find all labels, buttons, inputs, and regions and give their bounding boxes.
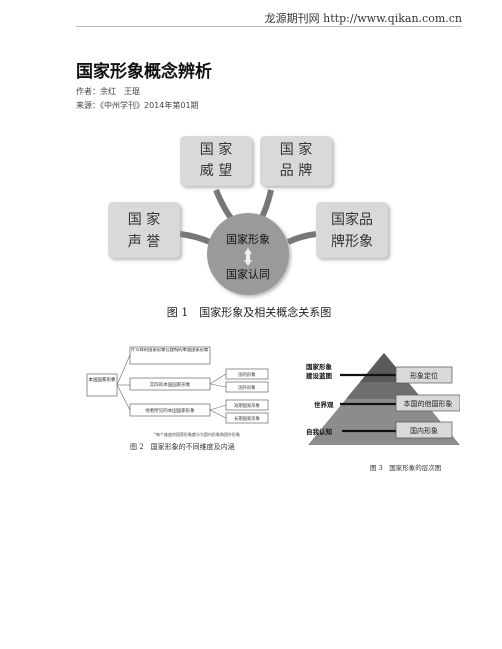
branch-1-label: 什么样的国家形象在建构的本国国家形象	[131, 348, 209, 353]
label-3: 自我认知	[306, 427, 333, 436]
branch-1-box	[129, 346, 211, 365]
branch-3-label: 他者所见的本国国家形象	[145, 407, 195, 414]
article-title: 国家形象概念辨析	[76, 62, 212, 82]
figure-1: 国 家 威 望 国 家 品 牌 国 家 声 誉 国家品 牌形象 国家形象 国家认…	[76, 124, 422, 324]
label-1a: 国家形象	[306, 362, 333, 371]
leaf-3-label: 短期国家形象	[234, 402, 260, 409]
center-top-label: 国家形象	[226, 232, 270, 246]
box-prestige	[180, 136, 252, 186]
leaf-1-box	[225, 368, 269, 380]
tier-3-label: 国内形象	[410, 426, 438, 435]
leaf-2-label: 国外形象	[238, 384, 256, 391]
leaf-4-box	[225, 412, 269, 424]
figure-3-diagram: 国家形象 建设蓝图 世界观 自我认知 形象定位 本国的他国形象 国内形象 图 3…	[305, 353, 461, 472]
box-reputation-line1: 国 家	[128, 211, 160, 228]
label-2: 世界观	[314, 400, 334, 409]
figure-1-diagram: 国 家 威 望 国 家 品 牌 国 家 声 誉 国家品 牌形象 国家形象 国家认…	[108, 136, 388, 319]
box-prestige-line1: 国 家	[200, 141, 232, 158]
branch-2-label: 实际的本国国家形象	[150, 381, 191, 388]
leaf-2-box	[225, 381, 269, 393]
box-reputation	[108, 202, 180, 258]
site-header[interactable]: 龙源期刊网 http://www.qikan.com.cn	[264, 12, 462, 25]
box-form-line2: 牌形象	[331, 233, 373, 250]
figure-2-diagram: 本国国家形象 什么样的国家形象在建构的本国国家形象 实际的本国国家形象 他者所见…	[86, 346, 269, 451]
article-source: 来源：《中州学刊》2014年第01期	[76, 101, 199, 110]
article-authors: 作者：余红 王琨	[76, 87, 140, 96]
tier-1-box	[395, 366, 453, 384]
arrow-reputation	[179, 231, 212, 245]
label-1b: 建设蓝图	[305, 371, 333, 380]
figure-2-note: *每个维度的国家形象都分为国内形象和国外形象	[154, 431, 240, 437]
header-divider	[76, 26, 462, 27]
box-brand-line2: 品 牌	[280, 162, 312, 179]
figure-3: 国家形象 建设蓝图 世界观 自我认知 形象定位 本国的他国形象 国内形象 图 3…	[300, 345, 461, 480]
figure-1-caption: 图 1 国家形象及相关概念关系图	[167, 305, 332, 319]
root-label: 本国国家形象	[88, 378, 116, 383]
figure-3-caption: 图 3 国家形象的层次图	[370, 463, 441, 472]
tier-2-label: 本国的他国形象	[404, 399, 453, 408]
box-form	[316, 202, 388, 258]
figure-2-caption: 图 2 国家形象的不同维度及内涵	[130, 442, 235, 451]
box-brand	[260, 136, 332, 186]
leaf-3-box	[225, 399, 269, 411]
arrow-form	[286, 231, 317, 245]
leaf-4-label: 长期国家形象	[234, 415, 260, 422]
leaf-1-label: 国内形象	[238, 371, 256, 378]
box-form-line1: 国家品	[331, 211, 373, 228]
center-bottom-label: 国家认同	[226, 267, 270, 281]
box-brand-line1: 国 家	[280, 141, 312, 158]
figure-2: 本国国家形象 什么样的国家形象在建构的本国国家形象 实际的本国国家形象 他者所见…	[76, 345, 292, 465]
box-reputation-line2: 声 誉	[128, 234, 160, 250]
box-prestige-line2: 威 望	[200, 163, 232, 179]
double-arrow-icon	[244, 248, 252, 266]
tier-3-box	[395, 421, 453, 439]
tier-1-label: 形象定位	[410, 371, 438, 380]
